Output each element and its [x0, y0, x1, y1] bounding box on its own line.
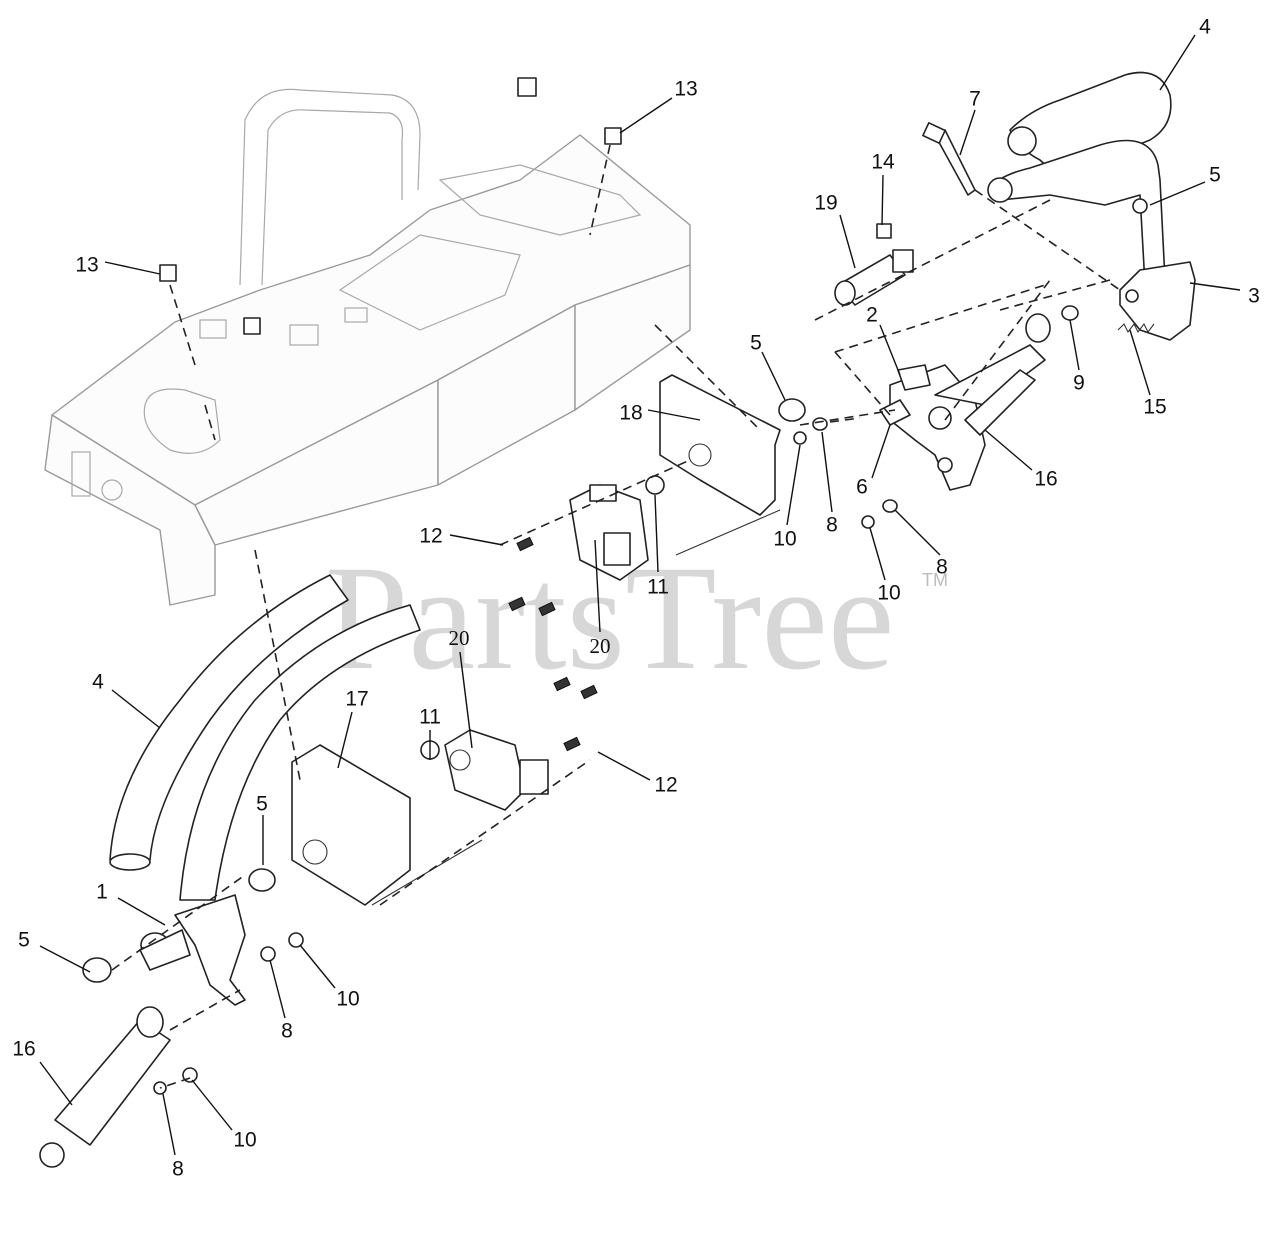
callout-c13a: 13	[674, 78, 697, 101]
callout-c10b: 10	[877, 582, 900, 605]
callout-c12a: 12	[419, 525, 442, 548]
callout-c2: 2	[866, 304, 878, 327]
callout-c15: 15	[1143, 396, 1166, 419]
callout-c5a: 5	[1209, 164, 1221, 187]
control-arm-left	[139, 894, 246, 1006]
callout-c16a: 16	[1034, 468, 1057, 491]
callout-c10a: 10	[773, 528, 796, 551]
assembly-dash-lines	[111, 144, 1121, 1089]
callout-c20b: 20	[449, 626, 470, 650]
callout-c5c: 5	[256, 793, 268, 816]
control-arm-assembly-right	[879, 313, 1051, 491]
callout-c5d: 5	[18, 929, 30, 952]
mower-body-housing	[44, 88, 691, 606]
mount-bracket-upper	[659, 374, 781, 556]
callout-c5b: 5	[750, 332, 762, 355]
callout-c3: 3	[1248, 285, 1260, 308]
callout-c13b: 13	[75, 254, 98, 277]
callout-c18: 18	[619, 402, 642, 425]
watermark-trademark: TM	[922, 570, 948, 590]
callout-c11b: 11	[419, 706, 441, 729]
damper-lower	[39, 1006, 171, 1168]
callout-c19: 19	[814, 192, 837, 215]
lap-bar-right	[987, 71, 1196, 341]
callout-c8c: 8	[281, 1020, 293, 1043]
bolt-7	[922, 122, 976, 196]
callout-c8d: 8	[172, 1158, 184, 1181]
lap-bar-left	[109, 574, 421, 901]
callout-c17: 17	[345, 688, 368, 711]
callout-c6: 6	[856, 476, 868, 499]
mount-bracket-lower	[291, 744, 483, 906]
callout-c20a: 20	[590, 634, 611, 658]
spring	[1117, 322, 1155, 334]
callout-c12b: 12	[654, 774, 677, 797]
callout-c8a: 8	[826, 514, 838, 537]
callout-leaders	[39, 34, 1241, 1156]
callout-c7: 7	[969, 88, 981, 111]
callout-c4b: 4	[92, 671, 104, 694]
control-module-lower	[444, 729, 549, 811]
callout-c10c: 10	[336, 988, 359, 1011]
callout-c1: 1	[96, 881, 108, 904]
callout-labels: 1234455556788889101010101111121213131415…	[12, 16, 1260, 1181]
control-module-upper	[569, 484, 649, 581]
callout-c14: 14	[871, 151, 895, 174]
callout-c10d: 10	[233, 1129, 256, 1152]
callout-c11a: 11	[647, 576, 669, 599]
callout-c4a: 4	[1199, 16, 1211, 39]
callout-c8b: 8	[936, 556, 948, 579]
safety-switch	[834, 249, 914, 306]
callout-c16b: 16	[12, 1038, 35, 1061]
callout-c9: 9	[1073, 372, 1085, 395]
